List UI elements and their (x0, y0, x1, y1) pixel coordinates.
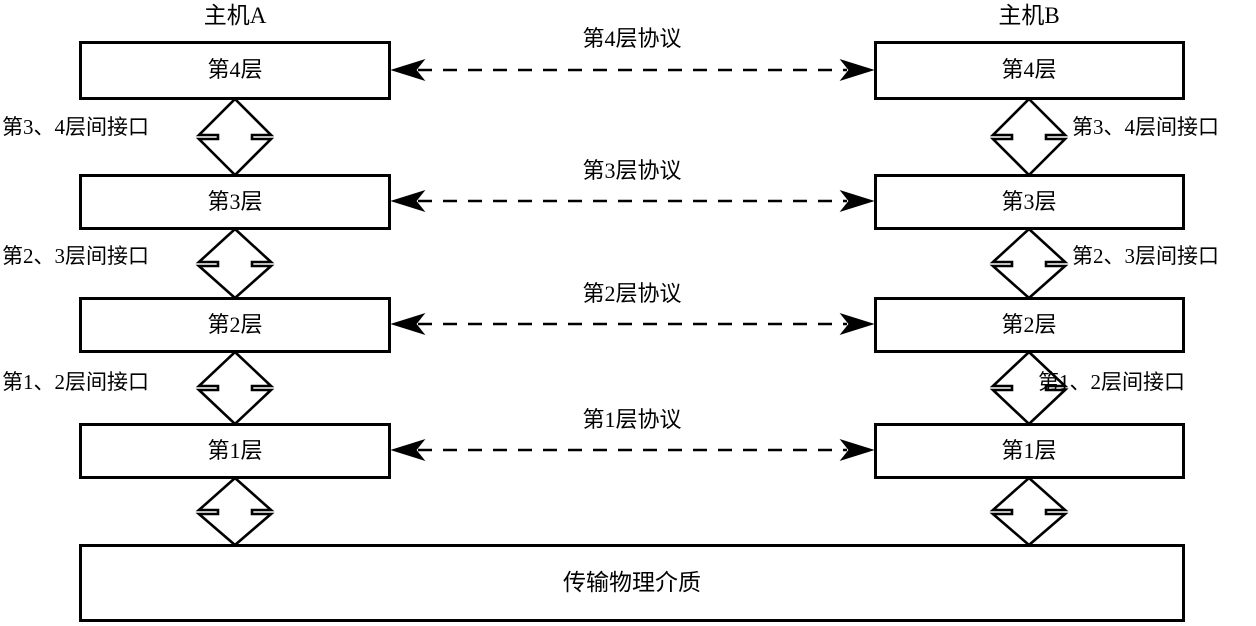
host-b-layer3-label: 第3层 (1001, 189, 1057, 214)
host-b-layer3-box[interactable] (874, 174, 1185, 230)
host-a-interface-3-4-arrow (195, 97, 275, 177)
transmission-medium-label: 传输物理介质 (563, 570, 701, 595)
host-a-layer3-box[interactable] (79, 174, 391, 230)
layer4-protocol-arrowhead-left (390, 59, 426, 81)
host-a-interface-2-3-arrow (195, 227, 275, 300)
host-b-layer1-label: 第1层 (1001, 438, 1057, 463)
host-b-layer2-label: 第2层 (1001, 312, 1057, 337)
host-a-layer1-label: 第1层 (207, 438, 263, 463)
layer2-protocol-arrowhead-left (390, 313, 426, 335)
host-b-layer1-box[interactable] (874, 423, 1185, 479)
host-b-interface-3-4-arrow (989, 97, 1069, 177)
layer1-protocol-arrowhead-left (390, 439, 426, 461)
layer3-protocol-connector (390, 190, 875, 212)
layer3-protocol-arrowhead-right (839, 190, 875, 212)
host-a-layer4-box[interactable] (79, 41, 391, 100)
host-b-title: 主机B (998, 3, 1060, 28)
layer1-protocol-connector (390, 439, 875, 461)
layer4-protocol-label: 第4层协议 (582, 26, 682, 51)
host-a-layer4-label: 第4层 (207, 57, 263, 82)
host-b-interface-1-2-label: 第1、2层间接口 (1038, 370, 1185, 394)
layer3-protocol-label: 第3层协议 (582, 158, 682, 183)
host-a-interface-3-4-label: 第3、4层间接口 (2, 115, 149, 139)
host-b-interface-1-2-arrow (989, 350, 1069, 426)
host-b-interface-2-3-label: 第2、3层间接口 (1072, 244, 1219, 268)
host-b-interface-2-3-arrow (989, 227, 1069, 300)
transmission-medium-box[interactable] (79, 544, 1185, 622)
layer4-protocol-arrowhead-right (839, 59, 875, 81)
host-a-layer3-label: 第3层 (207, 189, 263, 214)
host-b-interface-3-4-label: 第3、4层间接口 (1072, 115, 1219, 139)
layer2-protocol-arrowhead-right (839, 313, 875, 335)
host-a-layer1-box[interactable] (79, 423, 391, 479)
layer3-protocol-arrowhead-left (390, 190, 426, 212)
host-a-interface-2-3-label: 第2、3层间接口 (2, 244, 149, 268)
host-a-medium-interface-arrow (195, 476, 275, 547)
layer1-protocol-arrowhead-right (839, 439, 875, 461)
host-b-medium-interface-arrow (989, 476, 1069, 547)
layer2-protocol-connector (390, 313, 875, 335)
host-a-title: 主机A (203, 3, 267, 28)
host-a-interface-1-2-arrow (195, 350, 275, 426)
layer2-protocol-label: 第2层协议 (582, 281, 682, 306)
host-a-layer2-label: 第2层 (207, 312, 263, 337)
host-a-interface-1-2-label: 第1、2层间接口 (2, 370, 149, 394)
host-b-layer4-label: 第4层 (1001, 57, 1057, 82)
layer4-protocol-connector (390, 59, 875, 81)
layer1-protocol-label: 第1层协议 (582, 407, 682, 432)
